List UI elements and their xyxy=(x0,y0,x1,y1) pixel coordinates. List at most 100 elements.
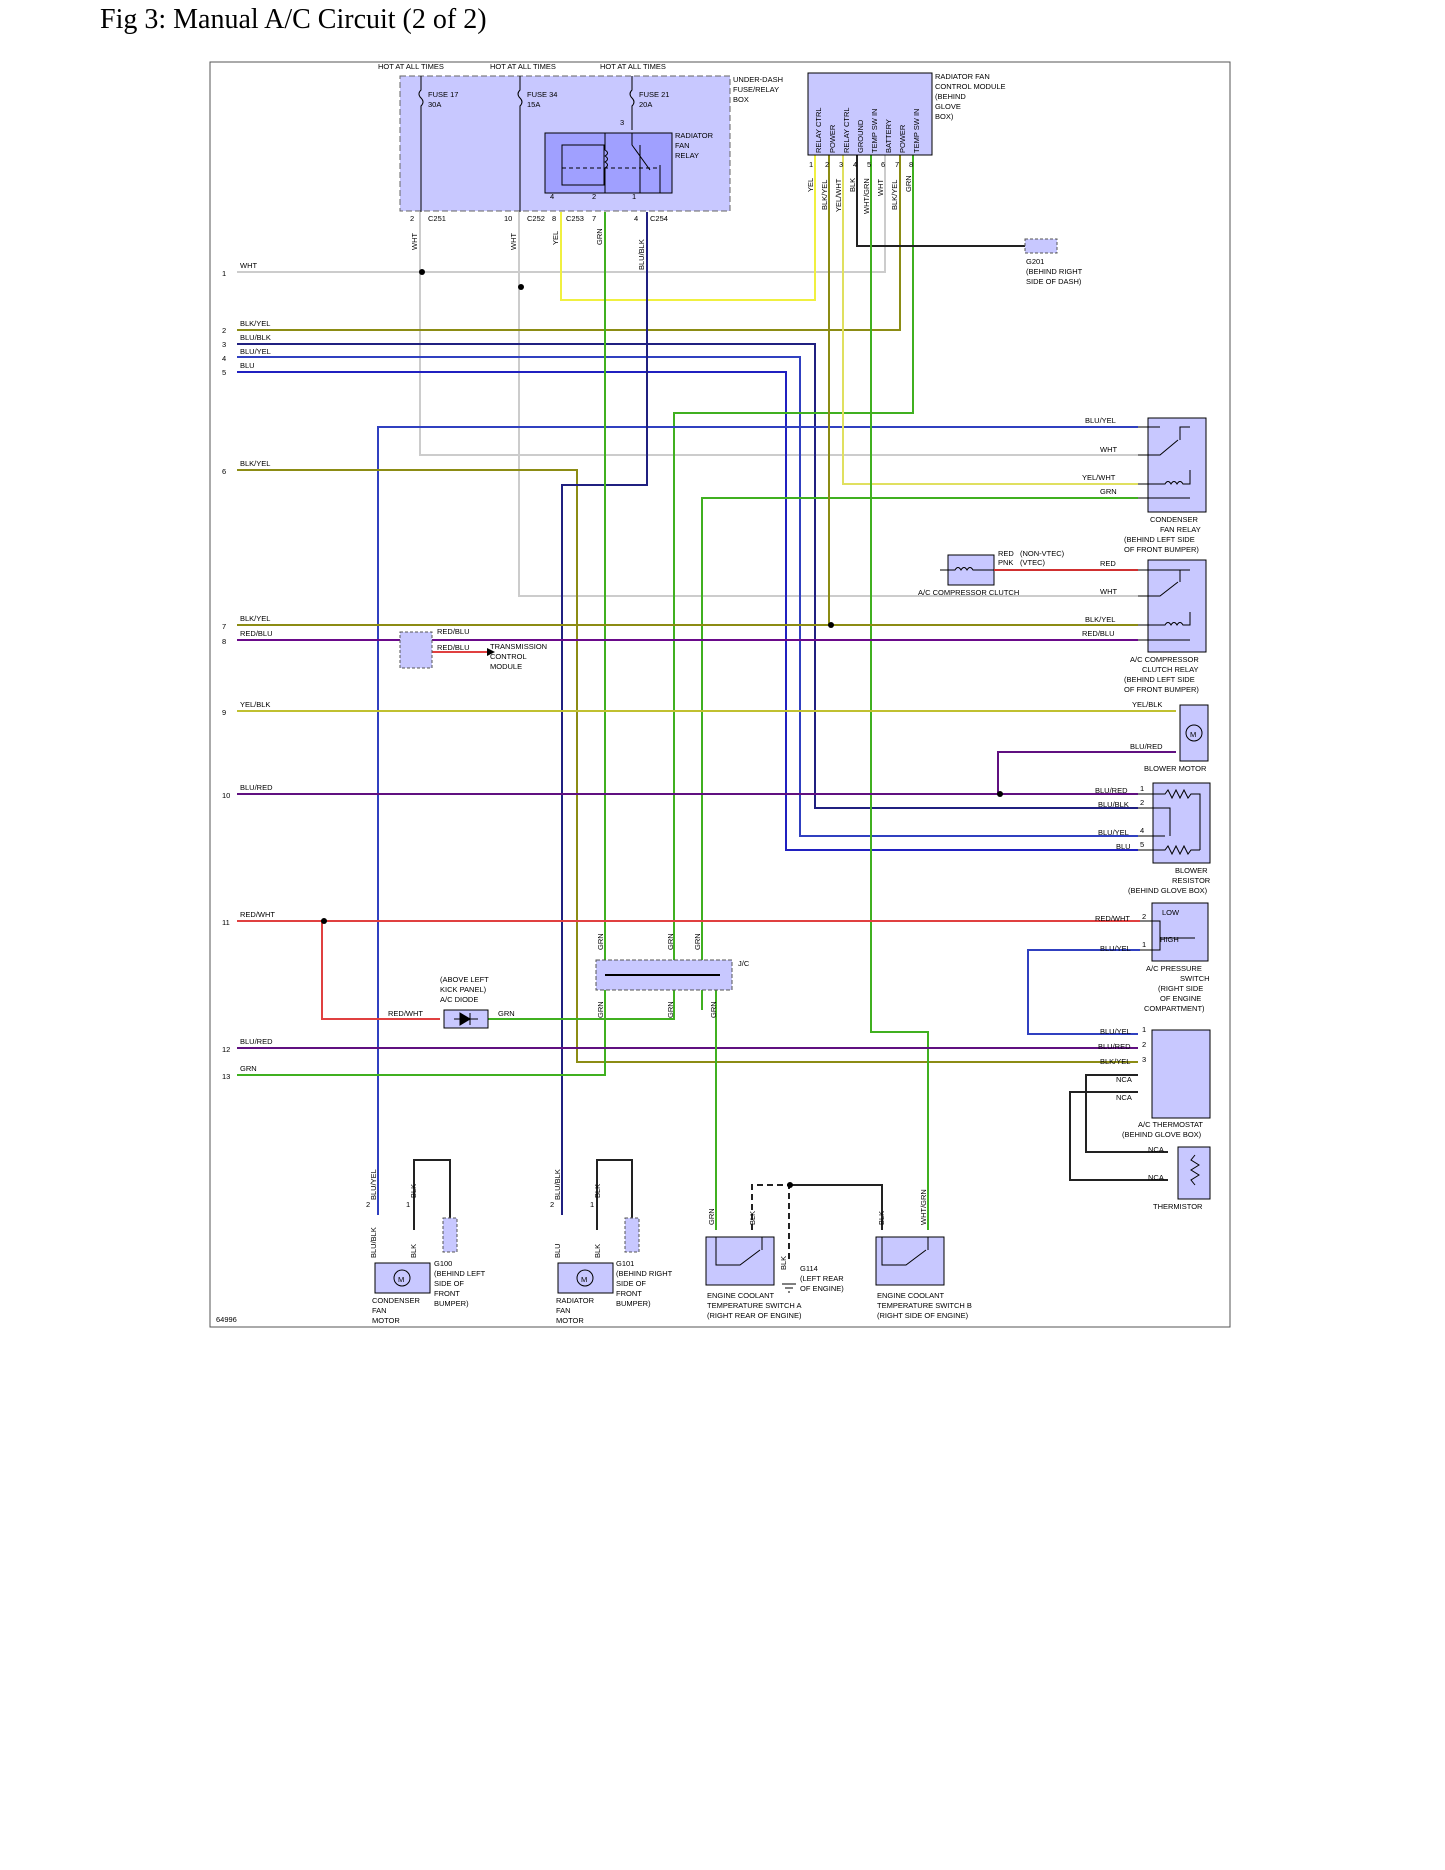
c254-pin: 4 xyxy=(634,214,638,223)
pressure-switch-label: A/C PRESSURE SWITCH (RIGHT SIDE OF ENGIN… xyxy=(1144,964,1210,1013)
svg-text:GLOVE: GLOVE xyxy=(935,102,961,111)
svg-text:OF ENGINE): OF ENGINE) xyxy=(800,1284,844,1293)
svg-text:BLU/RED: BLU/RED xyxy=(240,1037,273,1046)
c251-pin: 2 xyxy=(410,214,414,223)
svg-text:COMPARTMENT): COMPARTMENT) xyxy=(1144,1004,1205,1013)
svg-text:MODULE: MODULE xyxy=(490,662,522,671)
svg-text:YEL/WHT: YEL/WHT xyxy=(1082,473,1116,482)
svg-text:G100: G100 xyxy=(434,1259,452,1268)
underdash-wire-2: WHT xyxy=(509,233,518,250)
wire-nca-2 xyxy=(1069,1091,1168,1181)
pressure-switch-wire-labels: RED/WHT BLU/YEL 2 1 xyxy=(1095,912,1146,953)
radiator-fan-relay xyxy=(544,132,673,194)
svg-text:BLU/YEL: BLU/YEL xyxy=(1085,416,1116,425)
svg-text:(RIGHT SIDE OF ENGINE): (RIGHT SIDE OF ENGINE) xyxy=(877,1311,969,1320)
svg-text:MOTOR: MOTOR xyxy=(556,1316,584,1325)
svg-text:WHT/GRN: WHT/GRN xyxy=(862,178,871,214)
g201-label: G201 (BEHIND RIGHT SIDE OF DASH) xyxy=(1026,257,1083,286)
svg-text:BLK: BLK xyxy=(748,1211,757,1225)
pressure-switch-low: LOW xyxy=(1162,908,1180,917)
svg-text:RED: RED xyxy=(998,549,1014,558)
svg-text:RED/BLU: RED/BLU xyxy=(437,627,470,636)
wire-row3-blublk xyxy=(237,343,1138,809)
tcm-connector xyxy=(399,631,433,669)
svg-text:OF ENGINE: OF ENGINE xyxy=(1160,994,1201,1003)
svg-text:4: 4 xyxy=(1140,826,1144,835)
ect-switch-a-icon xyxy=(715,1237,763,1266)
svg-text:4: 4 xyxy=(853,160,857,169)
svg-text:BLK/YEL: BLK/YEL xyxy=(1100,1057,1130,1066)
row-wire-labels: WHT BLK/YEL BLU/BLK BLU/YEL BLU BLK/YEL … xyxy=(240,261,275,1073)
svg-text:BLU/YEL: BLU/YEL xyxy=(240,347,271,356)
wire-yelwht-rfcm-relay xyxy=(842,155,1138,485)
hot-label-1: HOT AT ALL TIMES xyxy=(378,62,444,71)
thermostat-label: A/C THERMOSTAT (BEHIND GLOVE BOX) xyxy=(1122,1120,1203,1139)
relay-pin-2: 2 xyxy=(592,192,596,201)
wire-cfm-blk-g100 xyxy=(413,1159,451,1230)
figure-title: Fig 3: Manual A/C Circuit (2 of 2) xyxy=(100,4,487,35)
svg-text:RADIATOR: RADIATOR xyxy=(675,131,714,140)
svg-text:1: 1 xyxy=(1142,1025,1146,1034)
svg-text:WHT/GRN: WHT/GRN xyxy=(919,1189,928,1225)
svg-text:(BEHIND LEFT: (BEHIND LEFT xyxy=(434,1269,486,1278)
svg-text:GRN: GRN xyxy=(666,933,675,950)
svg-text:13: 13 xyxy=(222,1072,230,1081)
underdash-wire-1: WHT xyxy=(410,233,419,250)
relay-switch-icon xyxy=(562,133,661,193)
fuse-21-name: FUSE 21 xyxy=(639,90,669,99)
svg-text:BLU/YEL: BLU/YEL xyxy=(1100,1027,1131,1036)
g101-label: G101 (BEHIND RIGHT SIDE OF FRONT BUMPER) xyxy=(616,1259,673,1308)
svg-text:GRN: GRN xyxy=(666,1001,675,1018)
svg-text:(BEHIND LEFT SIDE: (BEHIND LEFT SIDE xyxy=(1124,675,1195,684)
condenser-relay-switch-icon xyxy=(1138,426,1191,499)
svg-text:G101: G101 xyxy=(616,1259,634,1268)
svg-text:BLU/BLK: BLU/BLK xyxy=(240,333,271,342)
svg-text:BATTERY: BATTERY xyxy=(884,119,893,153)
ect-switch-b-wire-labels: BLK WHT/GRN xyxy=(877,1189,928,1225)
condenser-fan-motor-symbol: M xyxy=(398,1275,404,1284)
fuse-21-rating: 20A xyxy=(639,100,652,109)
wire-grn-condenser-relay-jc xyxy=(701,497,1138,1010)
c252-pin: 10 xyxy=(504,214,512,223)
wire-row5-blu xyxy=(237,371,1138,851)
c253-label: C253 xyxy=(566,214,584,223)
svg-text:BOX: BOX xyxy=(733,95,749,104)
svg-text:RADIATOR FAN: RADIATOR FAN xyxy=(935,72,990,81)
condenser-fan-motor-icon xyxy=(393,1269,411,1287)
svg-text:6: 6 xyxy=(881,160,885,169)
fuse-17-rating: 30A xyxy=(428,100,441,109)
wire-yel-c253-rfcm xyxy=(560,155,816,301)
svg-text:7: 7 xyxy=(222,622,226,631)
svg-text:FAN: FAN xyxy=(675,141,690,150)
svg-text:YEL/BLK: YEL/BLK xyxy=(1132,700,1162,709)
svg-text:BLK: BLK xyxy=(409,1244,418,1258)
svg-text:BLU/YEL: BLU/YEL xyxy=(1100,944,1131,953)
svg-text:BLU/YEL: BLU/YEL xyxy=(1098,828,1129,837)
svg-text:2: 2 xyxy=(222,326,226,335)
svg-text:GRN: GRN xyxy=(709,1001,718,1018)
radiator-fan-motor xyxy=(557,1262,614,1294)
ect-switch-a xyxy=(705,1236,775,1286)
svg-text:SWITCH: SWITCH xyxy=(1180,974,1210,983)
wire-row4-bluyel xyxy=(237,356,1138,837)
svg-text:A/C PRESSURE: A/C PRESSURE xyxy=(1146,964,1202,973)
blower-motor-label: BLOWER MOTOR xyxy=(1144,764,1207,773)
radiator-fan-relay-label: RADIATOR FAN RELAY xyxy=(675,131,714,160)
fuse-34-name: FUSE 34 xyxy=(527,90,557,99)
svg-text:(RIGHT SIDE: (RIGHT SIDE xyxy=(1158,984,1203,993)
fuse-34-rating: 15A xyxy=(527,100,540,109)
svg-text:(RIGHT REAR OF ENGINE): (RIGHT REAR OF ENGINE) xyxy=(707,1311,802,1320)
svg-text:2: 2 xyxy=(366,1200,370,1209)
row-numbers: 1 2 3 4 5 6 7 8 9 10 11 12 13 xyxy=(222,269,230,1081)
svg-text:BLU: BLU xyxy=(553,1243,562,1258)
wire-ect-b-blk xyxy=(789,1184,883,1230)
figure-code: 64996 xyxy=(216,1315,237,1324)
svg-text:BOX): BOX) xyxy=(935,112,954,121)
condenser-relay-label: CONDENSER FAN RELAY (BEHIND LEFT SIDE OF… xyxy=(1124,515,1201,554)
svg-text:2: 2 xyxy=(550,1200,554,1209)
relay-pin-4: 4 xyxy=(550,192,554,201)
svg-text:WHT: WHT xyxy=(876,179,885,196)
c252-label: C252 xyxy=(527,214,545,223)
svg-text:TEMPERATURE SWITCH B: TEMPERATURE SWITCH B xyxy=(877,1301,972,1310)
clutch-coil-icon xyxy=(940,567,994,571)
